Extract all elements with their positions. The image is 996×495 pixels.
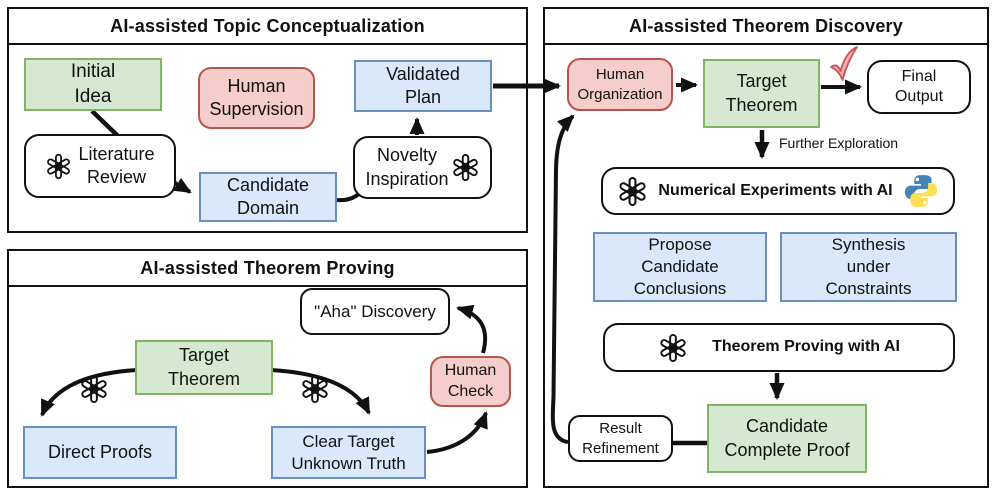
- node-candidate-complete-proof-label: Candidate Complete Proof: [724, 416, 850, 460]
- node-result-refinement: Result Refinement: [568, 415, 673, 462]
- node-aha-discovery: "Aha" Discovery: [300, 288, 450, 335]
- node-propose-candidate-conclusions: Propose Candidate Conclusions: [593, 232, 767, 302]
- label-further-exploration: Further Exploration: [779, 135, 899, 151]
- node-propose-candidate-conclusions-label: Propose Candidate Conclusions: [633, 235, 727, 298]
- node-clear-target-label: Clear Target Unknown Truth: [291, 431, 406, 473]
- node-theorem-proving-ai-label: Theorem Proving with AI: [712, 338, 900, 356]
- red-checkmark-icon: [826, 45, 860, 83]
- node-synthesis-under-constraints: Synthesis under Constraints: [780, 232, 957, 302]
- node-final-output: Final Output: [867, 60, 971, 114]
- node-clear-target: Clear Target Unknown Truth: [271, 426, 426, 479]
- node-human-supervision: Human Supervision: [198, 67, 315, 129]
- node-validated-plan-label: Validated Plan: [386, 63, 460, 107]
- openai-icon: [45, 153, 72, 180]
- node-candidate-complete-proof: Candidate Complete Proof: [707, 404, 867, 473]
- node-aha-discovery-label: "Aha" Discovery: [314, 301, 436, 321]
- openai-icon: [451, 153, 480, 182]
- node-initial-idea-label: Initial Idea: [70, 61, 116, 107]
- node-target-theorem-proving: Target Theorem: [135, 340, 273, 395]
- node-human-organization: Human Organization: [567, 58, 673, 111]
- node-candidate-domain-label: Candidate Domain: [226, 174, 310, 218]
- node-target-theorem-discovery-label: Target Theorem: [725, 71, 798, 115]
- node-novelty-inspiration: Novelty Inspiration: [353, 136, 492, 199]
- panel-proving-title: AI-assisted Theorem Proving: [9, 251, 526, 287]
- panel-discovery-title: AI-assisted Theorem Discovery: [545, 9, 987, 45]
- node-numerical-experiments-label: Numerical Experiments with AI: [658, 181, 893, 199]
- node-validated-plan: Validated Plan: [354, 60, 492, 112]
- node-direct-proofs: Direct Proofs: [23, 426, 177, 479]
- node-final-output-label: Final Output: [894, 67, 944, 105]
- node-human-organization-label: Human Organization: [577, 66, 663, 103]
- panel-topic-title: AI-assisted Topic Conceptualization: [9, 9, 526, 45]
- node-literature-review: Literature Review: [24, 134, 176, 198]
- node-synthesis-under-constraints-label: Synthesis under Constraints: [825, 235, 912, 298]
- node-direct-proofs-label: Direct Proofs: [47, 441, 153, 462]
- node-theorem-proving-ai: Theorem Proving with AI: [603, 323, 955, 372]
- node-result-refinement-label: Result Refinement: [582, 420, 659, 457]
- node-human-check: Human Check: [430, 356, 511, 407]
- node-human-supervision-label: Human Supervision: [209, 75, 304, 119]
- node-numerical-experiments: Numerical Experiments with AI: [601, 167, 955, 215]
- node-target-theorem-discovery: Target Theorem: [703, 59, 820, 128]
- openai-icon: [658, 333, 688, 363]
- openai-icon: [79, 374, 109, 404]
- node-novelty-inspiration-label: Novelty Inspiration: [365, 145, 449, 189]
- node-candidate-domain: Candidate Domain: [199, 172, 337, 222]
- python-logo-icon: [903, 173, 939, 209]
- openai-icon: [617, 176, 648, 207]
- openai-icon: [300, 374, 330, 404]
- node-human-check-label: Human Check: [444, 362, 497, 400]
- node-initial-idea: Initial Idea: [24, 58, 162, 111]
- node-target-theorem-proving-label: Target Theorem: [167, 345, 241, 389]
- node-literature-review-label: Literature Review: [78, 143, 155, 187]
